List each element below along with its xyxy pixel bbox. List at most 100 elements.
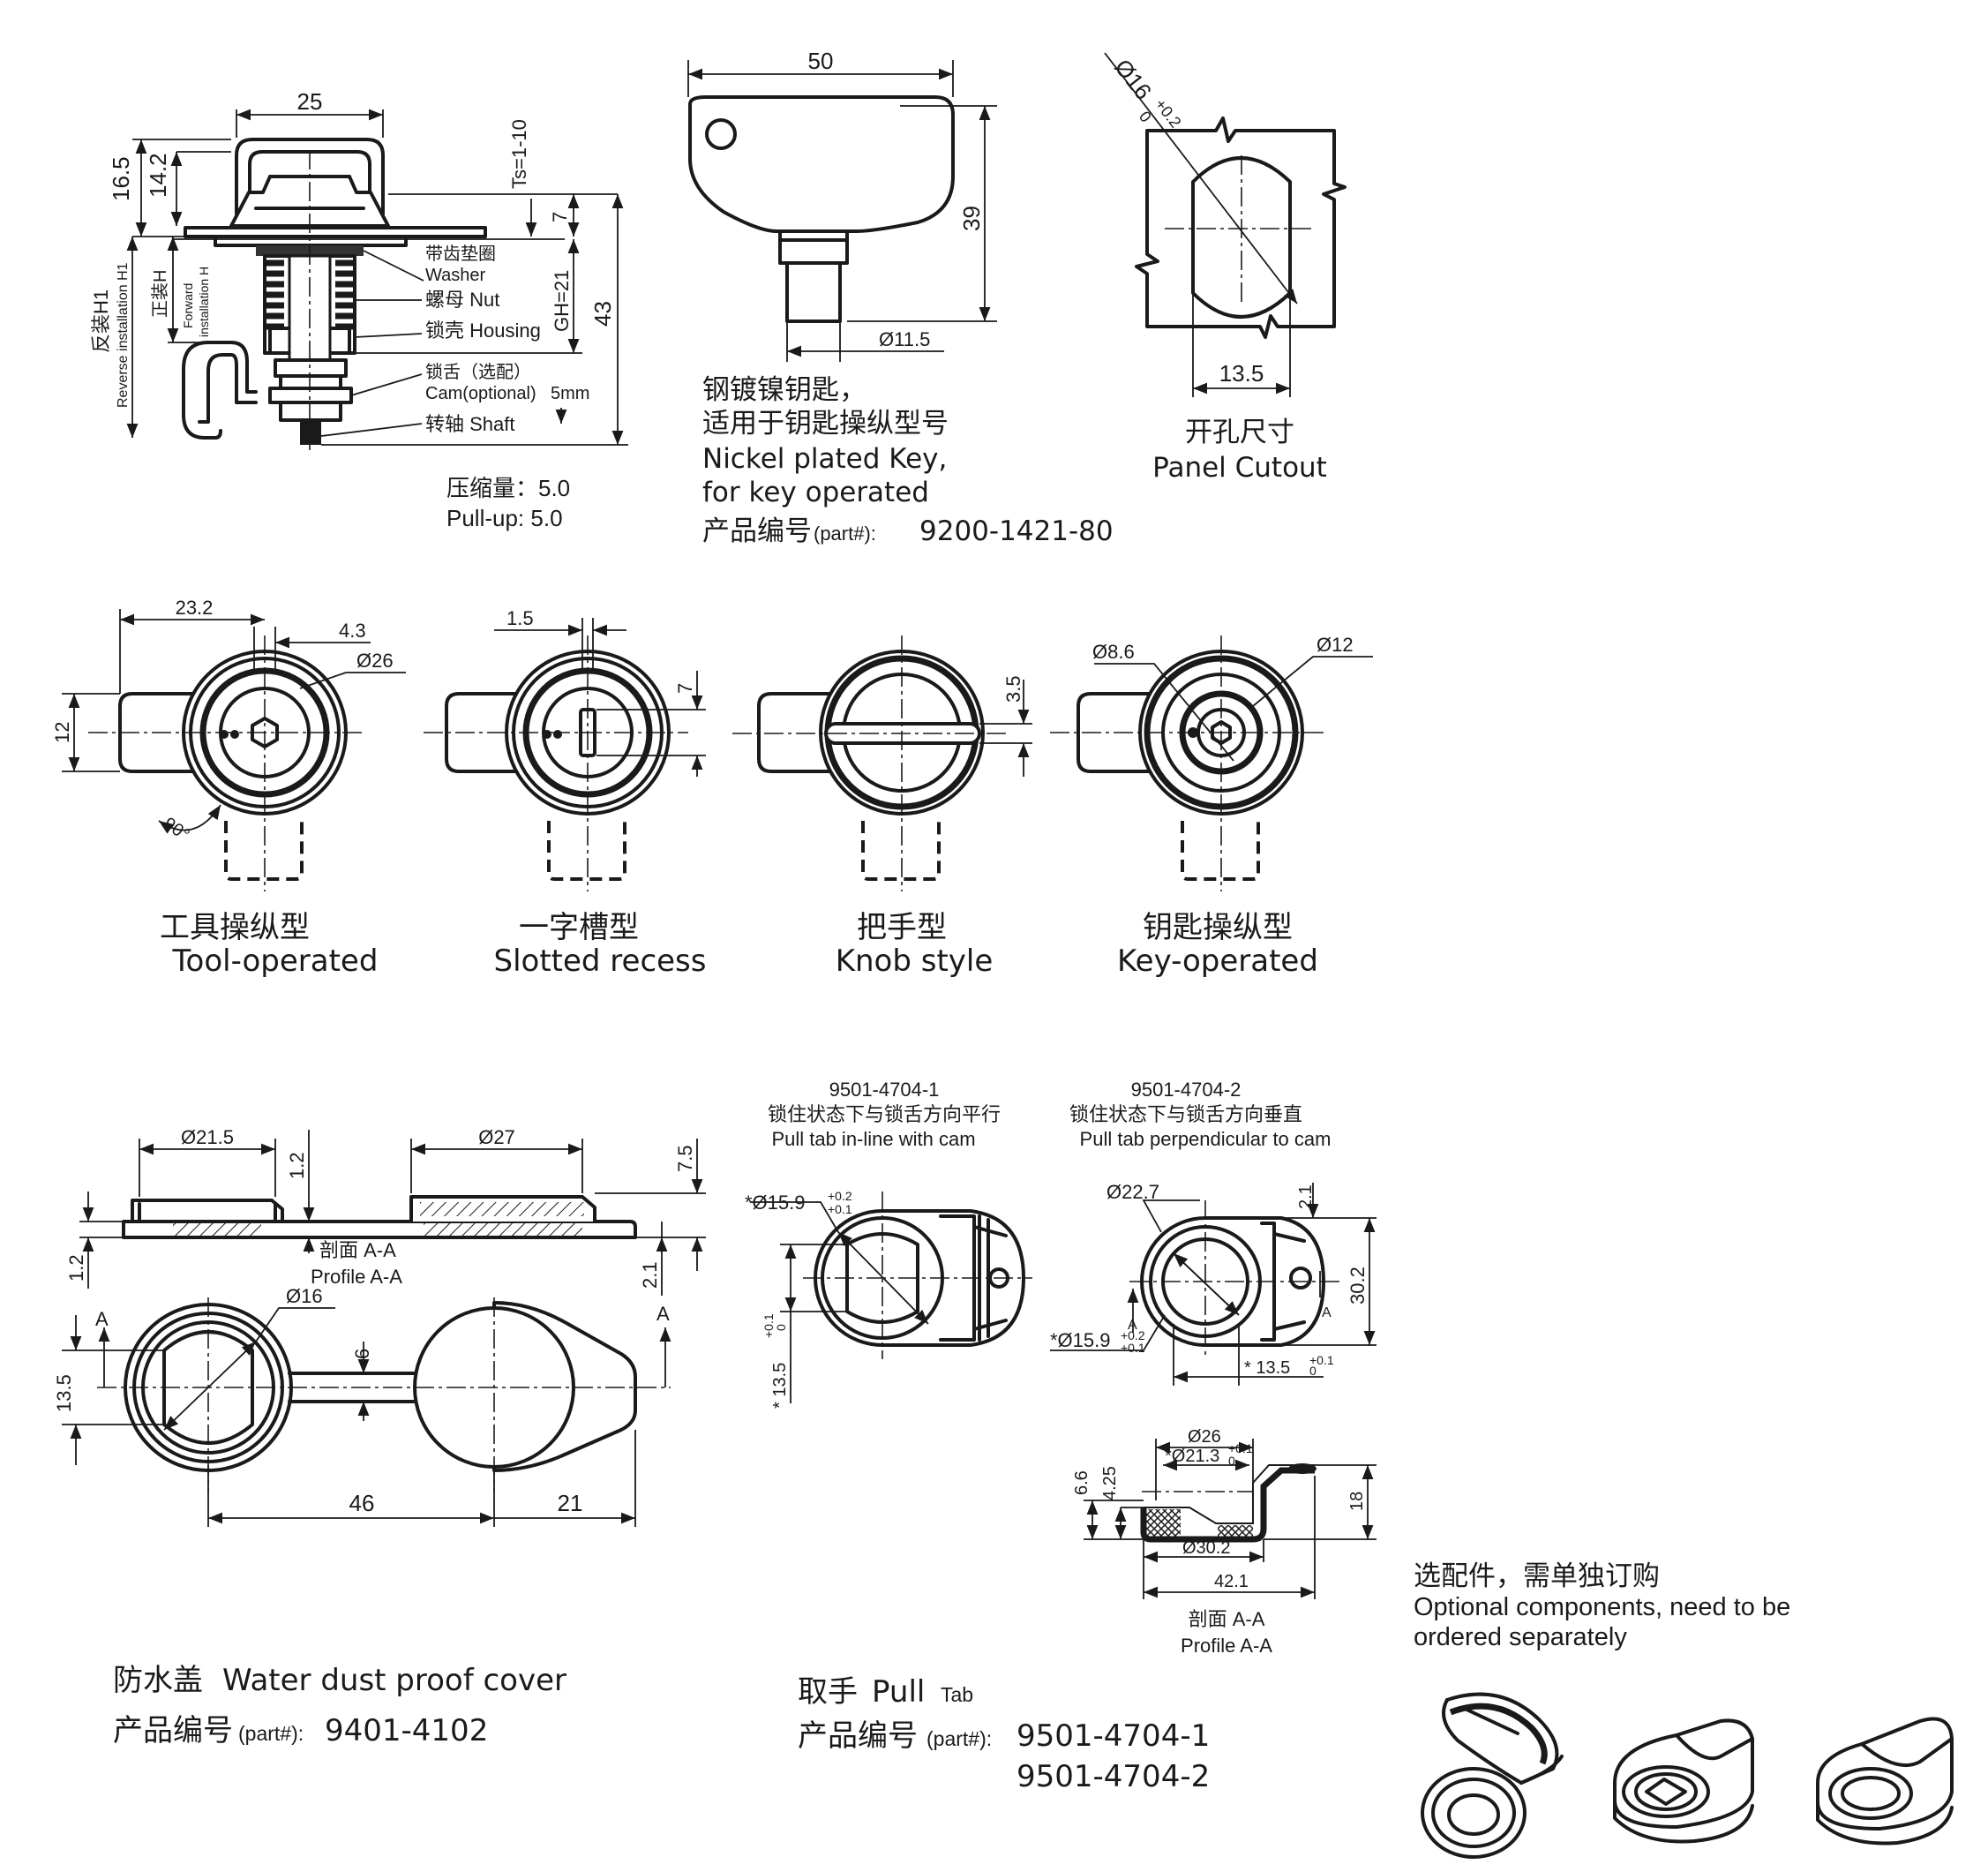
pull-tab-perpendicular: 9501-4704-2 锁住状态下与锁舌方向垂直 Pull tab perpen…	[1050, 1079, 1377, 1657]
cutout-tol-dn: 0	[1136, 108, 1155, 125]
cover-title-cn: 防水盖	[113, 1663, 203, 1698]
key-line4: for key operated	[702, 477, 929, 508]
pt-part-no-1: 9501-4704-1	[1017, 1718, 1210, 1754]
cover-sec-a-right: A	[656, 1303, 670, 1325]
dim-5mm: 5mm	[551, 384, 589, 403]
s4-dim-12: Ø12	[1317, 634, 1354, 656]
key-dim-39: 39	[958, 206, 985, 231]
forward-en-2: installation H	[197, 267, 211, 337]
cover-part-small: (part#):	[238, 1722, 304, 1745]
key-line2: 适用于钥匙操纵型号	[702, 408, 949, 440]
s1-dim-26: Ø26	[356, 650, 394, 672]
pt-prof-dim-18: 18	[1347, 1492, 1367, 1511]
cover-profile-cn: 剖面 A-A	[319, 1239, 396, 1261]
style1-en: Tool-operated	[172, 944, 379, 979]
pt-prof-tol-dn: 0	[1228, 1454, 1235, 1468]
key-drawing: 50 39 Ø11.5 钢镀镍钥匙， 适用于钥匙操纵型号 Nickel plat…	[687, 48, 1114, 547]
cutout-tol-up: +0.2	[1152, 95, 1185, 131]
key-part-no: 9200-1421-80	[919, 515, 1114, 547]
cover-dim-21: 21	[558, 1490, 583, 1516]
pt-title-en: Pull	[872, 1674, 925, 1710]
pt1-tol13-dn: 0	[774, 1324, 788, 1331]
cover-title-en: Water dust proof cover	[222, 1663, 566, 1698]
pt1-tol-dn: +0.1	[828, 1202, 852, 1216]
shaft-label: 转轴 Shaft	[425, 413, 514, 435]
pt-part-cn: 产品编号	[798, 1718, 918, 1754]
pt1-no: 9501-4704-1	[829, 1079, 940, 1101]
dim-14-2: 14.2	[145, 153, 171, 198]
s2-dim-1-5: 1.5	[506, 607, 534, 629]
cutout-title-cn: 开孔尺寸	[1185, 417, 1294, 448]
pt2-dim-2-1: 2.1	[1296, 1184, 1316, 1209]
pt1-tol-up: +0.2	[828, 1189, 852, 1203]
pt2-dim-15-9: *Ø15.9	[1050, 1329, 1111, 1351]
pt2-tol13-dn: 0	[1309, 1364, 1317, 1378]
style2-cn: 一字槽型	[519, 910, 639, 945]
cover-dim-21-5: Ø21.5	[181, 1126, 234, 1148]
dim-16-5: 16.5	[108, 156, 134, 201]
pt-part-no-2: 9501-4704-2	[1017, 1759, 1210, 1794]
pulltab2-3d-image	[1816, 1717, 1954, 1846]
reverse-cn: 反装H1	[90, 289, 112, 353]
nut-label: 螺母 Nut	[425, 289, 499, 311]
reverse-en: Reverse installation H1	[116, 262, 131, 408]
pt1-dim-15-9: *Ø15.9	[745, 1192, 806, 1214]
cover-dim-2-1: 2.1	[639, 1261, 661, 1289]
pt-prof-dim-6-6: 6.6	[1072, 1470, 1092, 1495]
style-key-operated: Ø8.6 Ø12	[1050, 634, 1373, 891]
style4-cn: 钥匙操纵型	[1143, 910, 1293, 945]
pt2-en: Pull tab perpendicular to cam	[1080, 1128, 1332, 1150]
pt-prof-tol-up: +0.1	[1228, 1441, 1253, 1455]
dim-7: 7	[549, 212, 571, 222]
cover-dim-46: 46	[349, 1490, 375, 1516]
pt2-dim-30-2: 30.2	[1347, 1267, 1369, 1304]
cover-3d-image	[1421, 1692, 1564, 1859]
pt2-cn: 锁住状态下与锁舌方向垂直	[1069, 1103, 1302, 1125]
pt1-cn: 锁住状态下与锁舌方向平行	[768, 1103, 1001, 1125]
s4-dim-8-6: Ø8.6	[1092, 641, 1135, 663]
dim-width-25: 25	[297, 88, 323, 115]
panel-cutout: Ø16 +0.2 0 13.5 开孔尺寸 Panel Cutout	[1104, 52, 1347, 484]
cover-dim-1-2b: 1.2	[65, 1254, 87, 1282]
style1-cn: 工具操纵型	[160, 910, 310, 945]
optional-en1: Optional components, need to be	[1414, 1593, 1790, 1621]
pt-profile-en: Profile A-A	[1181, 1635, 1272, 1657]
pt1-en: Pull tab in-line with cam	[771, 1128, 975, 1150]
style-tool-operated: 23.2 4.3 Ø26 12 90°	[51, 597, 406, 891]
dim-gh: GH=21	[551, 270, 573, 332]
pt-title-cn: 取手	[798, 1674, 858, 1710]
key-part-cn: 产品编号	[702, 515, 812, 547]
cover-dim-7-5: 7.5	[674, 1145, 696, 1172]
cutout-dim-13-5: 13.5	[1219, 360, 1264, 387]
cover-profile-en: Profile A-A	[311, 1266, 402, 1288]
style4-en: Key-operated	[1117, 944, 1318, 979]
cam-cn: 锁舌（选配）	[425, 362, 531, 382]
cutout-dia: Ø16	[1109, 54, 1157, 104]
pt1-dim-13-5: * 13.5	[770, 1363, 790, 1409]
s2-dim-7: 7	[674, 683, 696, 694]
cover-dim-6: 6	[351, 1349, 373, 1359]
cover-dim-13-5: 13.5	[53, 1374, 75, 1412]
pt2-dim-22-7: Ø22.7	[1107, 1181, 1159, 1203]
water-dust-cover: Ø21.5 Ø27 1.2 7.5 1.2 2.1 剖面 A-A Profile…	[53, 1126, 706, 1748]
pt2-dim-13-5: * 13.5	[1244, 1358, 1290, 1378]
style-captions: 工具操纵型 Tool-operated 一字槽型 Slotted recess …	[160, 910, 1318, 979]
pt-prof-dim-42-1: 42.1	[1214, 1572, 1249, 1591]
s1-dim-4-3: 4.3	[339, 620, 366, 642]
pt-profile-cn: 剖面 A-A	[1189, 1608, 1265, 1630]
style-knob: 3.5	[732, 635, 1032, 891]
key-line1: 钢镀镍钥匙，	[702, 374, 866, 406]
cam-en: Cam(optional)	[425, 384, 536, 403]
pullup-en: Pull-up: 5.0	[446, 505, 563, 531]
pt-prof-dim-30-2: Ø30.2	[1182, 1538, 1230, 1558]
dim-ts: Ts=1-10	[508, 119, 530, 189]
pt2-sec-a-right: A	[1322, 1305, 1332, 1320]
s1-dim-90: 90°	[160, 814, 192, 845]
cover-part-cn: 产品编号	[113, 1713, 233, 1748]
optional-en2: ordered separately	[1414, 1623, 1627, 1651]
key-line3: Nickel plated Key,	[702, 443, 947, 475]
housing-label: 锁壳 Housing	[425, 320, 541, 342]
pull-tab-caption: 取手 Pull Tab 产品编号 (part#): 9501-4704-1 95…	[798, 1674, 1210, 1794]
s1-dim-23-2: 23.2	[176, 597, 214, 619]
